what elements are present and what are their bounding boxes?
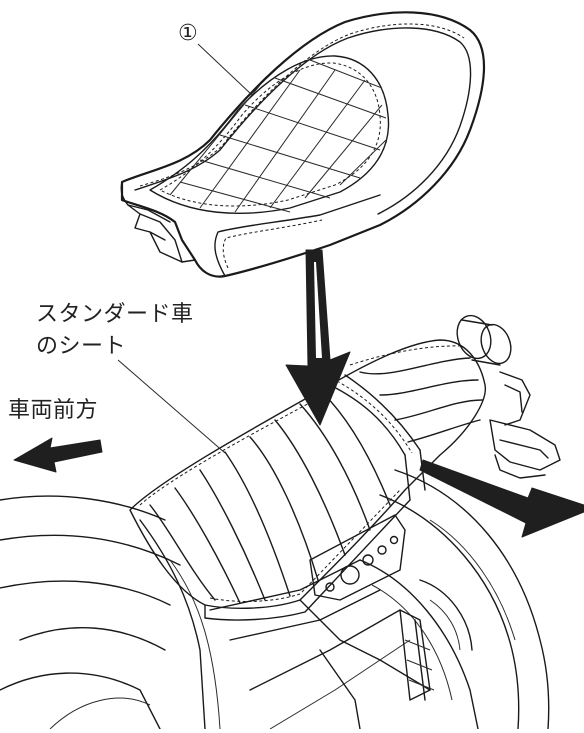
quilting-pattern	[169, 59, 387, 213]
callout-number-1: ①	[178, 21, 198, 46]
left-arrow-icon	[13, 437, 103, 473]
standard-seat-label-line1: スタンダード車	[36, 302, 194, 327]
down-arrow-icon	[285, 249, 351, 426]
optional-seat	[120, 11, 486, 278]
tail-light-assembly	[456, 314, 561, 479]
leader-lines	[117, 43, 253, 454]
standard-seat	[129, 339, 486, 621]
vehicle-front-label: 車両前方	[8, 398, 99, 423]
standard-seat-label-line2: のシート	[36, 334, 127, 359]
motorcycle-body	[0, 469, 550, 730]
right-down-arrow-icon	[419, 459, 584, 538]
